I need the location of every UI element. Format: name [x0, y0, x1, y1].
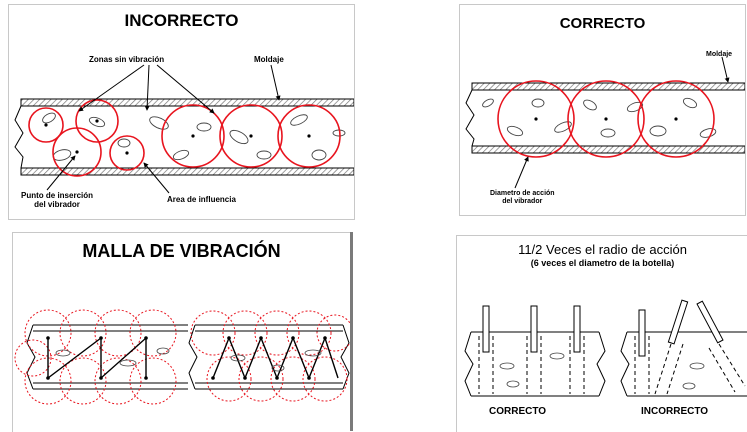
- vibrator-rods-incorrecto: [638, 299, 724, 357]
- label-moldaje: Moldaje: [254, 55, 284, 64]
- formwork-top: [471, 82, 745, 91]
- panel-radio: 11/2 Veces el radio de acción (6 veces e…: [456, 235, 747, 432]
- formwork-bottom: [471, 145, 745, 154]
- diagram-correcto: [465, 56, 745, 189]
- vibration-circles-right: [190, 310, 350, 402]
- vibration-points-left: [46, 336, 148, 380]
- panel-correcto-title: CORRECTO: [559, 15, 646, 32]
- vibrator-rods-correcto: [482, 305, 581, 353]
- label-punto-insercion-line1: Punto de inserción: [21, 191, 94, 200]
- influence-circles: [497, 80, 715, 158]
- label-punto-insercion-line2: del vibrador: [34, 200, 80, 209]
- panel-incorrecto-title: INCORRECTO: [124, 11, 239, 30]
- insertion-points: [44, 119, 311, 155]
- aggregate-shapes-correcto: [499, 352, 565, 388]
- aggregate-shapes-left: [55, 347, 170, 367]
- influence-dashes-correcto: [478, 336, 585, 394]
- aggregate-shapes-right: [230, 349, 322, 372]
- influence-circle-large: [219, 104, 283, 168]
- label-diametro-line1: Diametro de acción: [490, 190, 555, 197]
- label-diametro-line2: del vibrador: [502, 198, 543, 205]
- diagram-incorrecto: [14, 64, 354, 194]
- panel-incorrecto: INCORRECTO Zonas sin vibración Moldaje P…: [8, 4, 355, 220]
- label-incorrecto-botella: INCORRECTO: [641, 406, 709, 417]
- slab-incorrecto: [620, 331, 747, 397]
- vibration-circles-left: [14, 309, 177, 405]
- diagram-radio: [464, 299, 747, 397]
- label-correcto-botella: CORRECTO: [489, 406, 547, 417]
- influence-dashes-incorrecto: [634, 336, 746, 395]
- diagram-malla: [14, 309, 350, 405]
- insertion-points: [534, 117, 678, 121]
- label-zonas-sin-vibracion: Zonas sin vibración: [89, 55, 165, 64]
- aggregate-shapes-incorrecto: [682, 362, 705, 390]
- panel-malla: MALLA DE VIBRACIÓN: [12, 232, 350, 432]
- panel-malla-shadow: [349, 232, 353, 431]
- aggregate-shapes: [482, 97, 717, 138]
- label-punto-insercion: Punto de inserción del vibrador: [21, 191, 93, 209]
- vibration-path-left: [47, 336, 147, 380]
- aggregate-shapes: [42, 112, 346, 161]
- panel-malla-title: MALLA DE VIBRACIÓN: [82, 241, 281, 261]
- callout-arrows: [46, 64, 281, 194]
- break-line-left: [465, 89, 475, 147]
- vibration-points-right: [211, 336, 327, 380]
- label-moldaje-correcto: Moldaje: [706, 51, 733, 58]
- slab-left: [26, 324, 188, 390]
- influence-circle-large: [161, 104, 225, 168]
- label-area-influencia: Area de influencia: [167, 195, 236, 204]
- callout-arrows: [514, 56, 730, 189]
- panel-radio-subtitle: (6 veces el diametro de la botella): [530, 258, 675, 268]
- break-line-left: [14, 105, 24, 169]
- formwork-bottom: [20, 167, 354, 176]
- influence-circle-large: [277, 104, 341, 168]
- panel-radio-title: 11/2 Veces el radio de acción: [518, 242, 687, 257]
- label-diametro-accion: Diametro de acción del vibrador: [490, 190, 555, 206]
- panel-correcto: CORRECTO Moldaje Diametro de acción del …: [459, 4, 746, 216]
- influence-circles-small: [28, 99, 145, 177]
